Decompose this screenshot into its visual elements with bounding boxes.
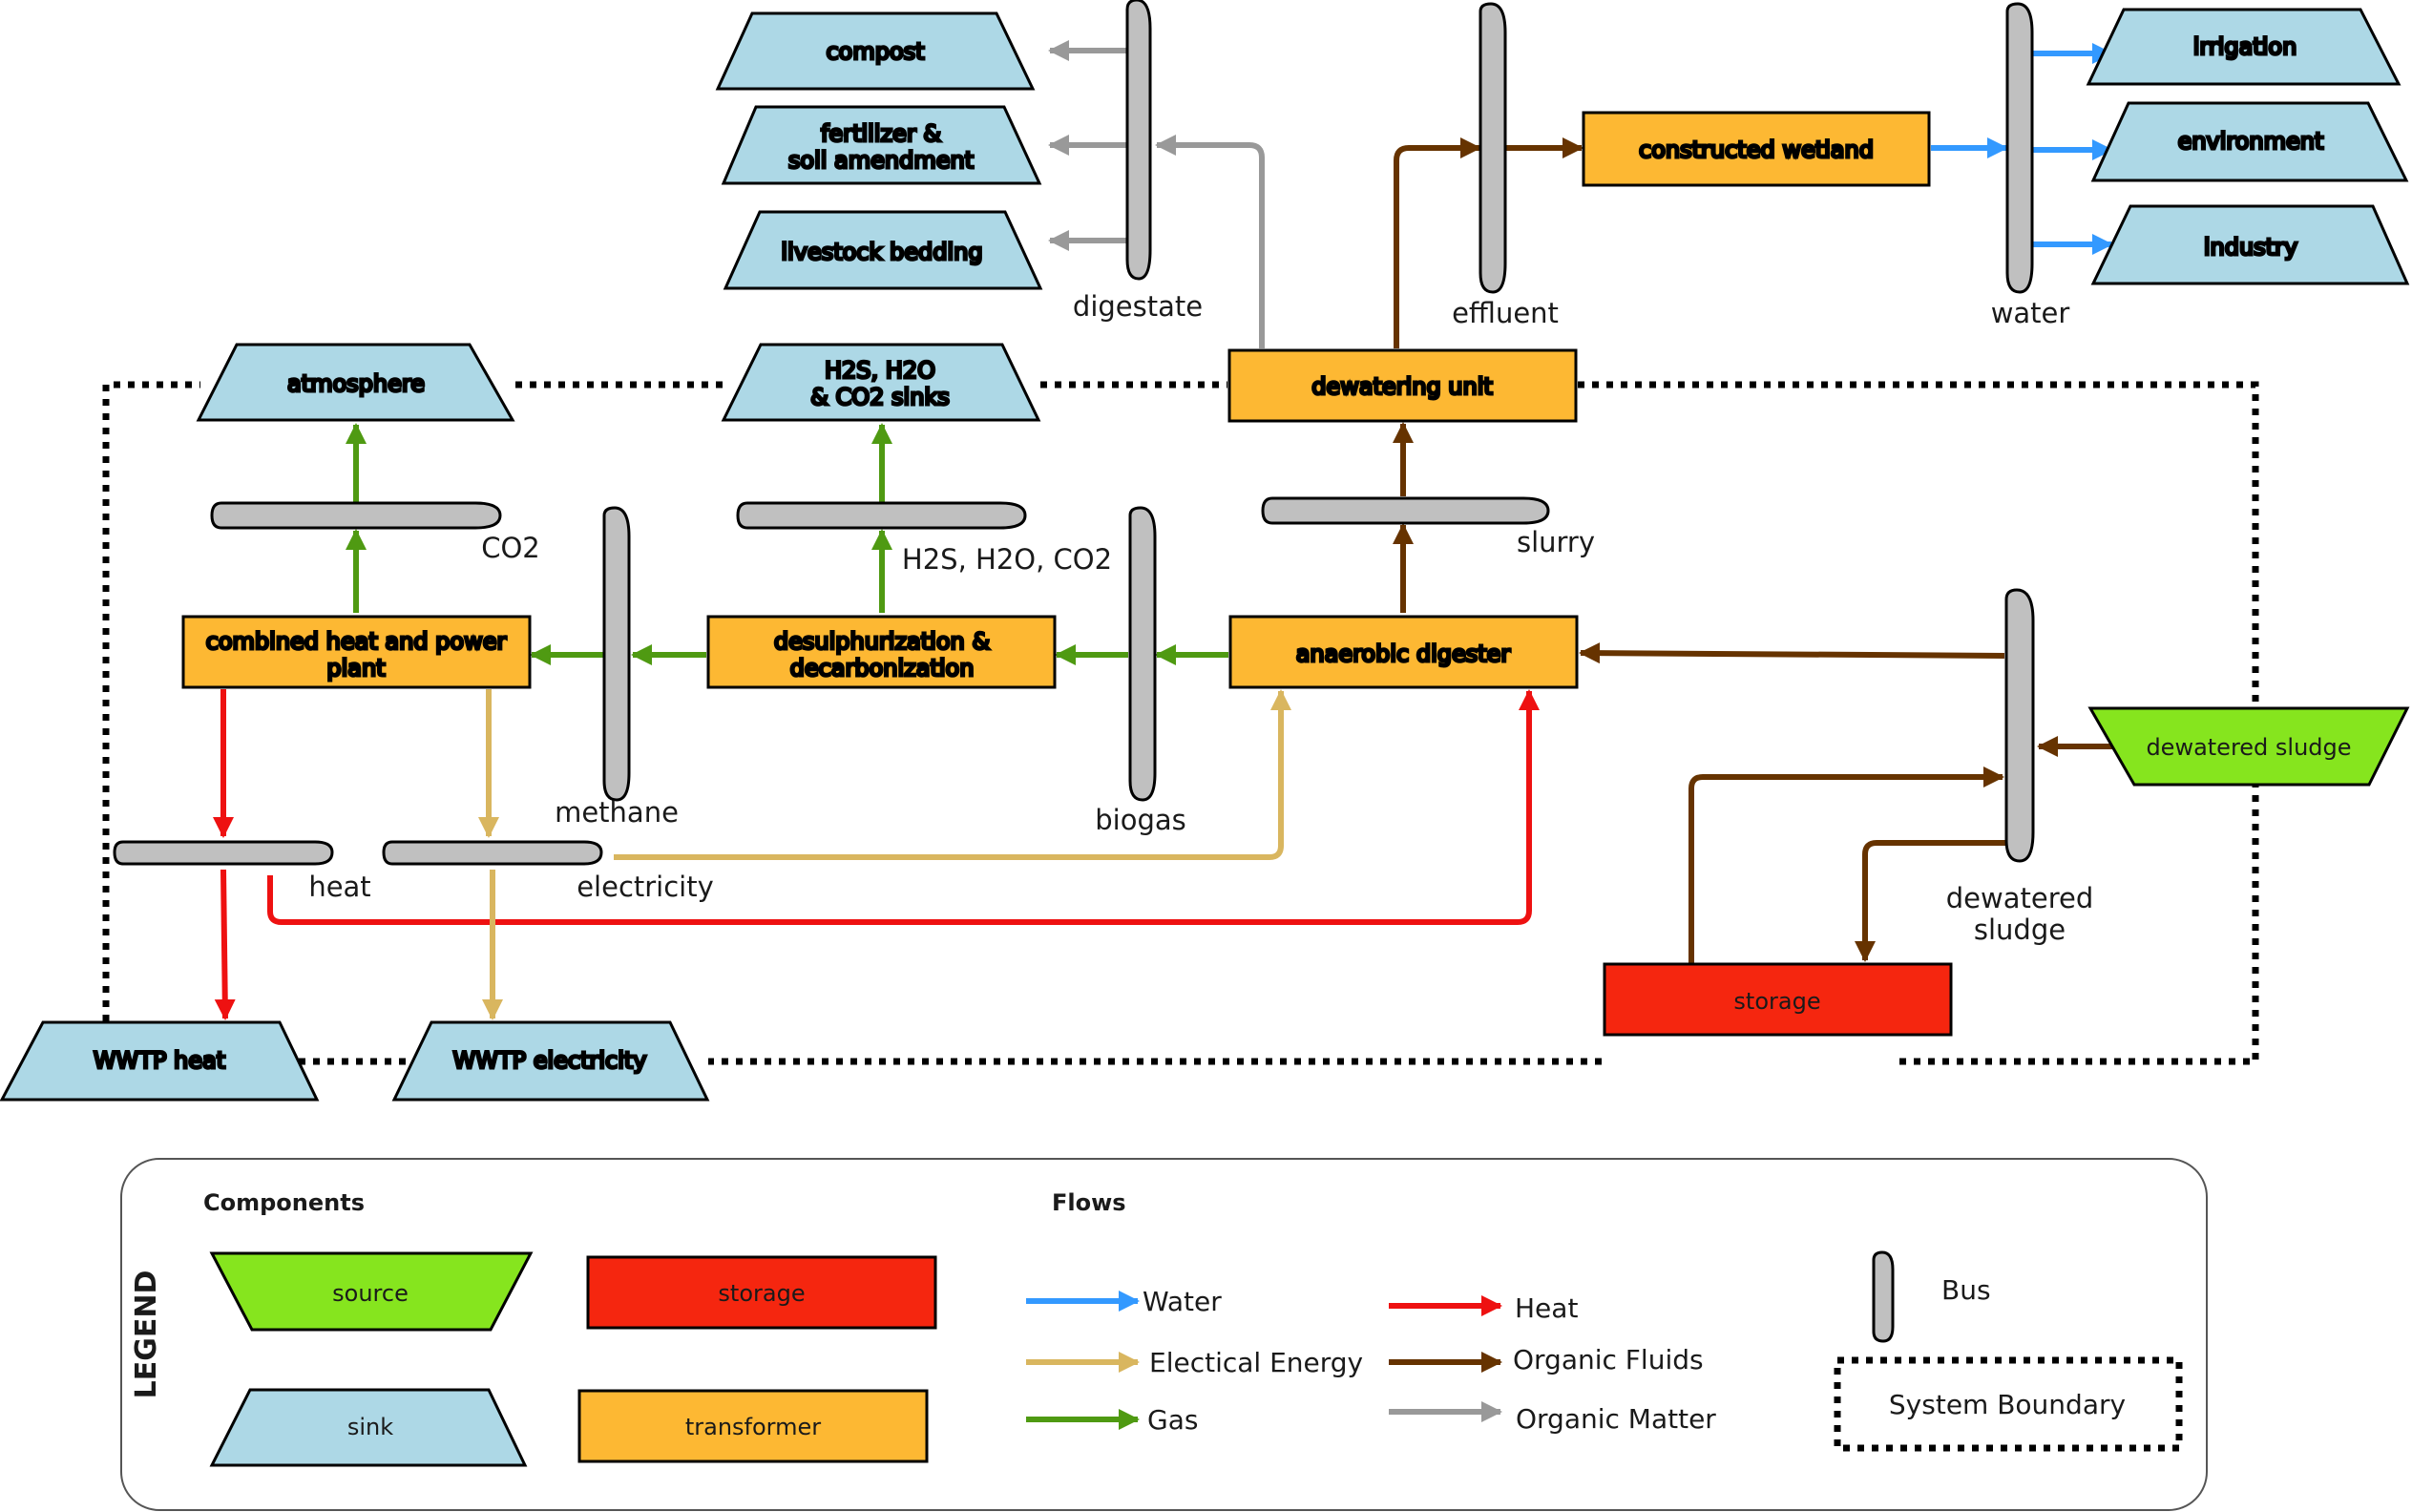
- bus-electricity-label: electricity: [577, 871, 714, 903]
- sink-livestock-bedding-label: livestock bedding: [781, 239, 982, 265]
- bus-methane: [602, 506, 631, 802]
- legend-sink-label: sink: [347, 1414, 393, 1440]
- transformer-desulphurization: desulphurization & decarbonization: [706, 615, 1057, 689]
- transformers: constructed wetland dewatering unit comb…: [181, 111, 1931, 689]
- transformer-chp-label-line1: combined heat and power: [206, 628, 507, 655]
- flow-bus-to-storage: [1855, 840, 2008, 962]
- sink-wwtp-electricity-label: WWTP electricity: [452, 1047, 646, 1074]
- legend-system-boundary-label: System Boundary: [1889, 1389, 2126, 1420]
- storage-node: storage: [1603, 962, 1953, 1037]
- bus-effluent: [1479, 2, 1507, 294]
- legend-components-heading: Components: [203, 1189, 365, 1216]
- sink-h2s-h2o-co2: H2S, H2O & CO2 sinks: [721, 343, 1041, 422]
- transformer-desulph-label-line1: desulphurization &: [774, 628, 990, 655]
- sink-environment: environment: [2090, 101, 2409, 182]
- flow-heat-to-wwtp-heat: [214, 869, 236, 1020]
- legend-transformer-label: transformer: [685, 1414, 821, 1440]
- source-dewatered-sludge: dewatered sludge: [2087, 706, 2410, 787]
- sink-atmosphere: atmosphere: [196, 343, 515, 422]
- bus-slurry-label: slurry: [1517, 526, 1595, 558]
- flow-dewatering-to-digestate: [1155, 135, 1265, 348]
- sink-fertilizer: fertilizer & soil amendment: [721, 105, 1042, 185]
- bus-methane-label: methane: [555, 796, 679, 829]
- sink-h2s-label-line1: H2S, H2O: [825, 357, 935, 384]
- transformer-dewatering-unit-label: dewatering unit: [1311, 373, 1493, 400]
- sink-irrigation-label: irrigation: [2193, 33, 2297, 60]
- legend-flows: [1026, 1291, 1502, 1430]
- bus-water-label: water: [1991, 297, 2070, 329]
- flow-heat-to-digester: [267, 689, 1540, 925]
- legend-organic-fluids-label: Organic Fluids: [1513, 1344, 1704, 1376]
- legend-title: LEGEND: [130, 1270, 163, 1399]
- flow-dewatering-to-effluent: [1394, 137, 1481, 348]
- sink-compost-label: compost: [826, 38, 924, 65]
- legend-gas-label: Gas: [1147, 1404, 1198, 1436]
- bus-dewatered-sludge: [2004, 588, 2035, 863]
- flow-storage-to-bus: [1688, 766, 2004, 964]
- bus-h2s-h2o-co2-label: H2S, H2O, CO2: [902, 543, 1112, 576]
- flows: [213, 40, 2121, 1020]
- sinks: compost fertilizer & soil amendment live…: [0, 8, 2410, 1102]
- bus-co2: [210, 501, 502, 530]
- sink-industry-label: industry: [2204, 234, 2297, 261]
- legend-organic-matter-label: Organic Matter: [1516, 1403, 1716, 1435]
- sink-wwtp-heat: WWTP heat: [0, 1020, 320, 1102]
- legend-flows-heading: Flows: [1052, 1189, 1126, 1216]
- sink-fertilizer-label-line1: fertilizer &: [821, 120, 941, 147]
- sink-h2s-label-line2: & CO2 sinks: [810, 384, 950, 410]
- system-boundary: [102, 381, 2259, 1065]
- flow-electricity-to-digester: [614, 689, 1291, 860]
- flow-bus-to-digester: [1579, 642, 2005, 664]
- bus-dewatered-sludge-label-line2: sludge: [1974, 914, 2066, 946]
- bus-heat-label: heat: [308, 871, 370, 903]
- bus-biogas-label: biogas: [1095, 804, 1186, 836]
- source-dewatered-sludge-label: dewatered sludge: [2146, 734, 2351, 761]
- sink-atmosphere-label: atmosphere: [287, 370, 425, 397]
- bus-co2-label: CO2: [481, 532, 540, 564]
- legend-source-label: source: [332, 1280, 409, 1307]
- sink-fertilizer-label-line2: soil amendment: [788, 147, 974, 174]
- sink-compost: compost: [715, 11, 1036, 91]
- buses: [113, 0, 2035, 866]
- bus-digestate-label: digestate: [1073, 290, 1203, 323]
- legend-system-boundary: System Boundary: [1834, 1356, 2183, 1452]
- transformer-anaerobic-digester-label: anaerobic digester: [1296, 640, 1511, 667]
- legend-bus-label: Bus: [1941, 1274, 1991, 1306]
- transformer-chp: combined heat and power plant: [181, 615, 532, 689]
- legend-sink: sink: [209, 1388, 528, 1467]
- legend-storage-label: storage: [718, 1280, 805, 1307]
- legend-transformer: transformer: [577, 1389, 929, 1463]
- transformer-dewatering-unit: dewatering unit: [1227, 348, 1578, 423]
- bus-water: [2005, 2, 2034, 294]
- legend-heat-label: Heat: [1515, 1292, 1578, 1324]
- transformer-desulph-label-line2: decarbonization: [790, 655, 975, 682]
- transformer-chp-label-line2: plant: [326, 655, 385, 682]
- bus-labels: digestate effluent water CO2 methane H2S…: [308, 290, 2093, 946]
- legend-bus: Bus: [1872, 1250, 1991, 1343]
- legend: LEGEND Components Flows source storage s…: [120, 1158, 2208, 1511]
- bus-heat: [113, 840, 334, 866]
- bus-h2s-h2o-co2: [736, 501, 1027, 530]
- sink-wwtp-electricity: WWTP electricity: [391, 1020, 710, 1102]
- transformer-constructed-wetland-label: constructed wetland: [1639, 136, 1874, 163]
- bus-effluent-label: effluent: [1452, 297, 1559, 329]
- legend-water-label: Water: [1143, 1286, 1222, 1317]
- transformer-constructed-wetland: constructed wetland: [1582, 111, 1931, 187]
- sink-wwtp-heat-label: WWTP heat: [94, 1047, 225, 1074]
- bus-digestate: [1125, 0, 1152, 281]
- storage-node-label: storage: [1733, 988, 1820, 1015]
- bus-dewatered-sludge-label-line1: dewatered: [1946, 882, 2094, 914]
- sink-industry: industry: [2090, 204, 2410, 285]
- bus-electricity: [382, 840, 603, 866]
- sink-environment-label: environment: [2178, 128, 2324, 155]
- legend-storage: storage: [586, 1255, 937, 1330]
- sink-irrigation: irrigation: [2086, 8, 2402, 86]
- transformer-anaerobic-digester: anaerobic digester: [1228, 615, 1579, 689]
- legend-electrical-energy-label: Electical Energy: [1149, 1347, 1363, 1378]
- sink-livestock-bedding: livestock bedding: [723, 210, 1043, 290]
- bus-slurry: [1261, 496, 1550, 525]
- legend-source: source: [209, 1251, 534, 1332]
- bus-biogas: [1128, 506, 1157, 802]
